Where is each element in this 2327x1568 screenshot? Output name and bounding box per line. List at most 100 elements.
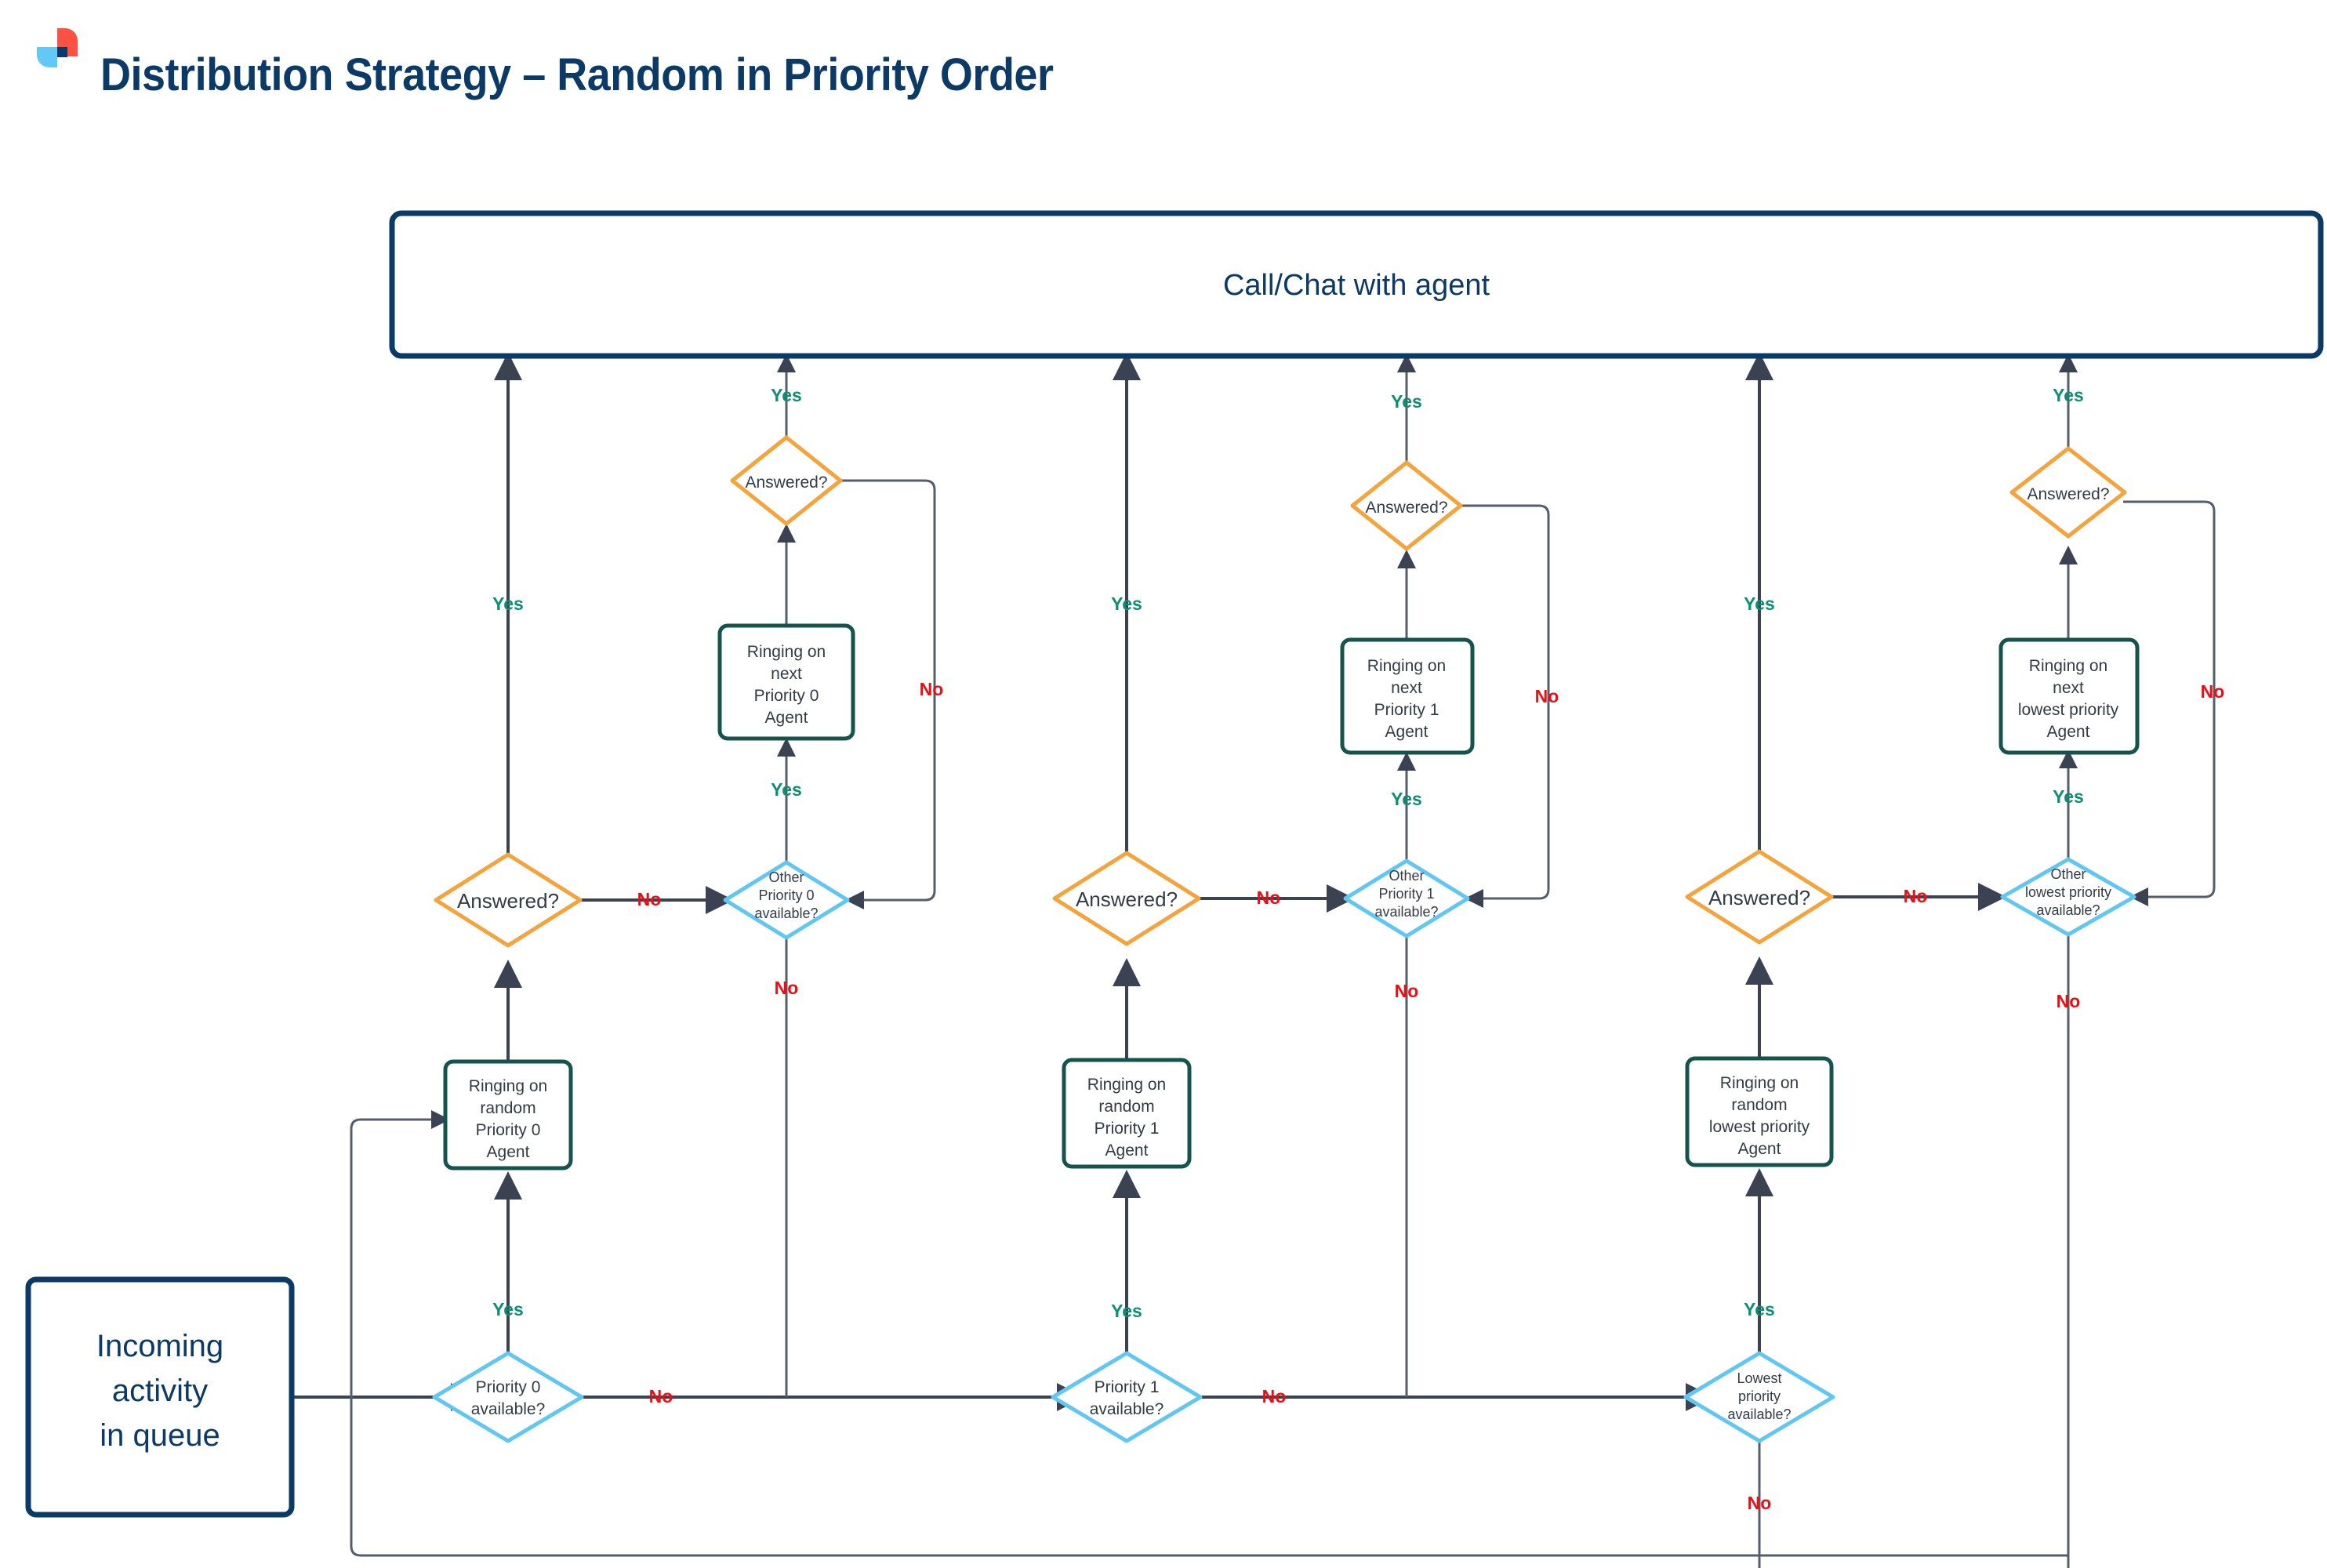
brand-logo xyxy=(37,28,78,67)
node-label-line-4: Agent xyxy=(487,1143,530,1161)
edge-p0-answered-first-yes: Yes xyxy=(492,352,524,855)
node-label-line-2: random xyxy=(1098,1098,1154,1116)
node-plow-answered-second[interactable]: Answered? xyxy=(2009,446,2127,539)
node-label-line-3: Priority 1 xyxy=(1095,1120,1160,1138)
edge-p0-answered-first-no: No xyxy=(576,886,734,914)
node-label-line-3: available? xyxy=(1727,1406,1791,1422)
node-p0-ringing-on-random-agent[interactable]: Ringing on random Priority 0 Agent xyxy=(443,1059,573,1171)
edge-p0-other-available-no: No xyxy=(775,938,799,1397)
edge-label-yes: Yes xyxy=(1391,789,1422,809)
node-label-line-2: activity xyxy=(112,1374,208,1408)
node-label-line-2: priority xyxy=(1738,1388,1781,1404)
node-label-line-2: random xyxy=(480,1099,535,1117)
edge-p0-available-no: No xyxy=(553,1383,1085,1411)
edge-label-no: No xyxy=(920,679,944,699)
edge-label-no: No xyxy=(1535,686,1559,706)
node-p1-answered-first[interactable]: Answered? xyxy=(1052,851,1201,946)
node-label-line-3: Priority 0 xyxy=(476,1121,541,1139)
node-label-line-2: lowest priority xyxy=(2025,884,2111,900)
edge-label-no: No xyxy=(1395,981,1419,1001)
edge-p1-answered-first-yes: Yes xyxy=(1111,352,1142,853)
edge-plow-other-available-yes: Yes xyxy=(2053,750,2084,859)
edge-p1-answered-first-no: No xyxy=(1196,884,1355,913)
node-label-line-1: Ringing on xyxy=(747,643,826,661)
edge-label-no: No xyxy=(2201,681,2225,702)
edge-plow-available-yes: Yes xyxy=(1744,1168,1775,1356)
edge-plow-answered-first-yes: Yes xyxy=(1744,352,1775,851)
page-title: Distribution Strategy – Random in Priori… xyxy=(100,49,1054,100)
node-p0-answered-second[interactable]: Answered? xyxy=(730,435,843,526)
edge-return-rail xyxy=(350,1110,2070,1568)
node-label-line-4: Agent xyxy=(1385,723,1429,741)
node-label-line-2: Priority 0 xyxy=(758,887,814,903)
node-label-line-4: Agent xyxy=(1738,1140,1781,1158)
node-label-line-3: in queue xyxy=(100,1418,220,1453)
node-label-line-1: Incoming xyxy=(96,1329,223,1363)
edge-label-yes: Yes xyxy=(2053,786,2084,807)
node-label-line-4: Agent xyxy=(765,709,808,727)
edge-label-yes: Yes xyxy=(771,779,802,800)
edge-label-yes: Yes xyxy=(1744,1299,1775,1319)
edge-plow-answered-second-yes: Yes xyxy=(2053,354,2084,470)
node-label-line-2: next xyxy=(771,665,802,683)
node-plow-other-priority-available[interactable]: Other lowest priority available? xyxy=(2000,857,2136,937)
edge-p1-available-no: No xyxy=(1172,1383,1714,1411)
node-label: Call/Chat with agent xyxy=(1223,269,1490,302)
edge-p1-answered-second-yes: Yes xyxy=(1391,354,1422,475)
edge-label-yes: Yes xyxy=(2053,385,2084,405)
edge-label-yes: Yes xyxy=(492,593,524,614)
node-label: Answered? xyxy=(457,889,559,913)
edge-label-yes: Yes xyxy=(1111,1301,1142,1321)
node-label-line-1: Other xyxy=(1389,868,1424,884)
node-label-line-1: Priority 1 xyxy=(1095,1378,1160,1396)
edge-label-no: No xyxy=(637,889,662,909)
node-plow-answered-first[interactable]: Answered? xyxy=(1685,849,1834,945)
node-label-line-3: Priority 0 xyxy=(754,687,819,705)
edge-p0-available-yes: Yes xyxy=(492,1171,524,1356)
edge-label-yes: Yes xyxy=(1391,391,1422,412)
page-header: Distribution Strategy – Random in Priori… xyxy=(0,0,2327,149)
node-label-line-2: next xyxy=(1391,679,1422,697)
edge-label-yes: Yes xyxy=(1744,593,1775,614)
edge-p0-answered-second-no: No xyxy=(840,479,944,909)
node-p0-ringing-on-next-agent[interactable]: Ringing on next Priority 0 Agent xyxy=(717,623,855,741)
edge-plow-answered-second-no: No xyxy=(2123,500,2225,906)
node-plow-ringing-on-next-agent[interactable]: Ringing on next lowest priority Agent xyxy=(1998,637,2140,755)
edge-label-no: No xyxy=(1748,1493,1772,1513)
node-call-chat-with-agent[interactable]: Call/Chat with agent xyxy=(389,210,2324,359)
node-label-line-1: Ringing on xyxy=(1367,657,1446,675)
edge-p1-available-yes: Yes xyxy=(1111,1170,1142,1356)
edge-plow-available-no: No xyxy=(1748,1441,1772,1568)
node-label-line-1: Ringing on xyxy=(1720,1074,1799,1092)
node-incoming-activity-in-queue[interactable]: Incoming activity in queue xyxy=(25,1276,295,1518)
node-label-line-1: Other xyxy=(2050,866,2086,882)
node-p1-other-priority-available[interactable]: Other Priority 1 available? xyxy=(1343,858,1470,938)
node-label-line-4: Agent xyxy=(2047,723,2090,741)
node-label-line-1: Lowest xyxy=(1737,1370,1781,1386)
edge-p0-other-available-yes: Yes xyxy=(771,738,802,862)
node-priority-0-available[interactable]: Priority 0 available? xyxy=(432,1351,584,1443)
node-p1-ringing-on-random-agent[interactable]: Ringing on random Priority 1 Agent xyxy=(1062,1058,1192,1169)
node-label: Answered? xyxy=(1708,886,1810,909)
node-p1-answered-second[interactable]: Answered? xyxy=(1350,460,1463,551)
node-plow-ringing-on-random-agent[interactable]: Ringing on random lowest priority Agent xyxy=(1685,1056,1834,1167)
node-label-line-3: available? xyxy=(1374,904,1438,920)
node-p0-answered-first[interactable]: Answered? xyxy=(434,852,583,948)
node-label-line-3: available? xyxy=(2036,902,2100,918)
node-lowest-priority-available[interactable]: Lowest priority available? xyxy=(1683,1351,1835,1443)
node-p0-other-priority-available[interactable]: Other Priority 0 available? xyxy=(723,860,850,940)
node-label: Answered? xyxy=(1076,887,1178,911)
node-label-line-2: random xyxy=(1731,1096,1787,1114)
edge-plow-other-available-no: No xyxy=(2057,935,2080,1568)
node-label-line-1: Ringing on xyxy=(2029,657,2107,675)
edge-label-no: No xyxy=(775,978,799,998)
node-label-line-1: Ringing on xyxy=(469,1077,547,1095)
node-p1-ringing-on-next-agent[interactable]: Ringing on next Priority 1 Agent xyxy=(1340,637,1475,755)
node-label-line-3: Priority 1 xyxy=(1374,701,1439,719)
node-priority-1-available[interactable]: Priority 1 available? xyxy=(1051,1351,1203,1443)
node-label-line-2: available? xyxy=(1090,1400,1164,1418)
edge-label-no: No xyxy=(1262,1386,1287,1406)
node-label: Answered? xyxy=(2027,485,2109,503)
node-label-line-2: Priority 1 xyxy=(1378,886,1434,902)
node-label-line-3: available? xyxy=(754,906,818,921)
